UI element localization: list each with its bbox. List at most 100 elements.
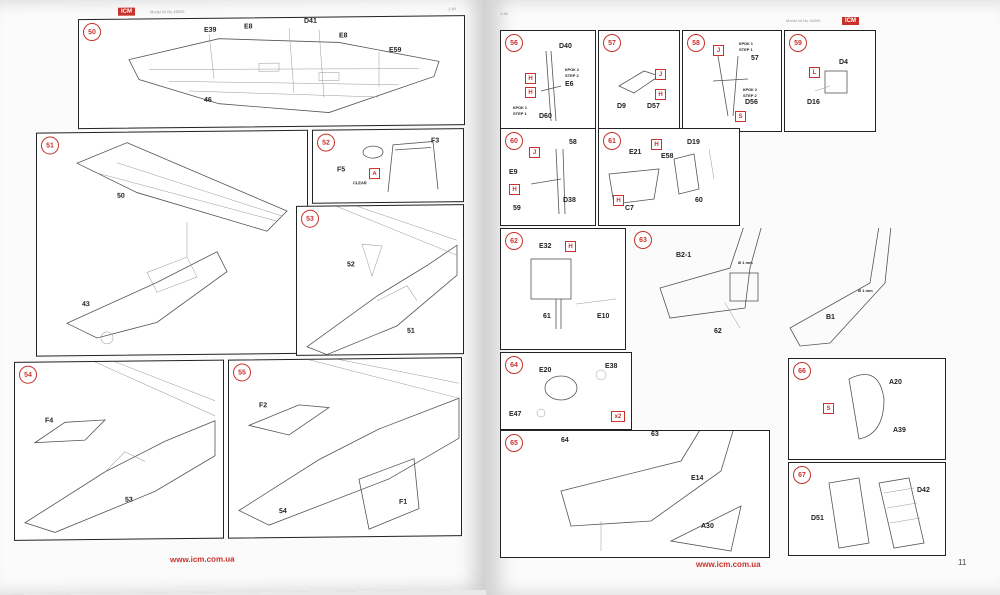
step-note: STEP 2 bbox=[743, 93, 757, 98]
part-label: B2-1 bbox=[676, 252, 692, 259]
step-63-panel: 63 B2-1 Ø 1 mm Ø 1 mm B1 62 bbox=[630, 228, 900, 348]
control-stick-drawing bbox=[540, 50, 562, 122]
step-number: 65 bbox=[505, 434, 523, 452]
step-number: 53 bbox=[301, 209, 319, 228]
part-label: D4 bbox=[839, 59, 848, 66]
paint-marker: S bbox=[735, 111, 746, 122]
fuselage-halves-drawing bbox=[659, 228, 892, 347]
paint-marker: H bbox=[565, 241, 576, 252]
part-label: C7 bbox=[625, 205, 634, 212]
step-number: 66 bbox=[793, 362, 811, 380]
step-61-panel: 61 H D19 E21 E58 H C7 60 bbox=[598, 128, 740, 226]
doors-drawing bbox=[238, 359, 460, 530]
step-60-panel: 60 J 58 E9 H D38 59 bbox=[500, 128, 596, 226]
step-number: 54 bbox=[19, 365, 37, 384]
ref-label: 61 bbox=[543, 313, 551, 320]
ref-label: 52 bbox=[347, 261, 355, 269]
part-label: E39 bbox=[204, 26, 217, 34]
part-label: F5 bbox=[337, 166, 346, 174]
part-label: E9 bbox=[509, 169, 518, 176]
part-label: F1 bbox=[399, 498, 408, 506]
step-note: КРОК 1 bbox=[739, 41, 753, 46]
quantity-marker: x2 bbox=[611, 411, 625, 422]
ref-label: 51 bbox=[407, 327, 415, 335]
canopy-drawing bbox=[362, 141, 439, 192]
step-number: 62 bbox=[505, 232, 523, 250]
ref-label: 62 bbox=[714, 328, 722, 335]
part-label: E59 bbox=[389, 46, 402, 54]
fuselage-assembly-drawing bbox=[560, 431, 742, 552]
part-label: D60 bbox=[539, 113, 552, 120]
step-number: 63 bbox=[634, 231, 652, 249]
paint-marker: A bbox=[369, 168, 380, 180]
part-label: D38 bbox=[563, 197, 576, 204]
step-59-panel: 59 D4 L D16 bbox=[784, 30, 876, 132]
step-number: 59 bbox=[789, 34, 807, 52]
paint-marker: H bbox=[525, 87, 536, 98]
left-page: ICM Model kit No 48306 1:48 50 E39 E8 D4… bbox=[0, 0, 488, 595]
ref-label: 53 bbox=[125, 496, 133, 504]
step-number: 51 bbox=[41, 136, 59, 155]
nose-cone-drawing bbox=[848, 374, 885, 440]
step-67-panel: 67 D42 D51 bbox=[788, 462, 946, 556]
ref-label: 57 bbox=[751, 55, 759, 62]
part-label: E38 bbox=[605, 363, 618, 370]
ref-label: 60 bbox=[695, 197, 703, 204]
part-label: E47 bbox=[509, 411, 522, 418]
step-number: 55 bbox=[233, 363, 251, 382]
gear-bay-drawing bbox=[530, 258, 617, 329]
part-label: E10 bbox=[597, 313, 610, 320]
part-label: D9 bbox=[617, 103, 626, 110]
ramp-drawing bbox=[828, 477, 925, 549]
step-number: 61 bbox=[603, 132, 621, 150]
footer-url[interactable]: www.icm.com.ua bbox=[170, 554, 235, 565]
step-number: 56 bbox=[505, 34, 523, 52]
part-label: E58 bbox=[661, 153, 674, 160]
engine-drawing bbox=[536, 369, 607, 418]
part-label: E6 bbox=[565, 81, 574, 88]
ref-label: 43 bbox=[82, 301, 90, 309]
part-label: E32 bbox=[539, 243, 552, 250]
step-64-panel: 64 E20 E38 E47 x2 bbox=[500, 352, 632, 430]
part-label: E14 bbox=[691, 475, 704, 482]
step-note: STEP 1 bbox=[739, 47, 753, 52]
step-note: STEP 2 bbox=[565, 73, 579, 78]
ref-label: 54 bbox=[279, 507, 287, 516]
seat-drawing bbox=[608, 148, 715, 205]
canopy-fit-drawing bbox=[24, 361, 216, 533]
step-66-panel: 66 A20 S A39 bbox=[788, 358, 946, 460]
part-label: F3 bbox=[431, 137, 440, 145]
hole-note: Ø 1 mm bbox=[738, 260, 753, 265]
step-62-panel: 62 E32 H E10 61 bbox=[500, 228, 626, 350]
paint-marker: H bbox=[525, 73, 536, 84]
right-page: 1:48 Model kit No 48306 ICM 56 D40 H КРО… bbox=[486, 0, 1000, 595]
wing-drawing bbox=[128, 27, 440, 113]
header-scale: 1:48 bbox=[448, 6, 456, 12]
step-55-panel: 55 F2 F1 54 bbox=[228, 357, 462, 539]
paint-marker: H bbox=[651, 139, 662, 150]
step-51-panel: 51 50 43 bbox=[36, 129, 308, 357]
part-label: E8 bbox=[339, 32, 348, 40]
step-50-panel: 50 E39 E8 D41 E8 E59 46 bbox=[78, 15, 465, 130]
step-number: 60 bbox=[505, 132, 523, 150]
step-number: 57 bbox=[603, 34, 621, 52]
paint-marker: J bbox=[529, 147, 540, 158]
paint-marker: H bbox=[655, 89, 666, 100]
paint-marker: J bbox=[655, 69, 666, 80]
part-label: D41 bbox=[304, 17, 317, 25]
footer-url[interactable]: www.icm.com.ua bbox=[696, 560, 761, 569]
part-label: E20 bbox=[539, 367, 552, 374]
paint-marker: J bbox=[713, 45, 724, 56]
part-label: D57 bbox=[647, 103, 660, 110]
part-label: D42 bbox=[917, 487, 930, 494]
step-65-panel: 65 64 63 E14 A30 bbox=[500, 430, 770, 558]
step-note: КРОК 1 bbox=[513, 105, 527, 110]
step-note: КРОК 2 bbox=[743, 87, 757, 92]
page-number: 11 bbox=[958, 558, 967, 567]
paint-marker: L bbox=[809, 67, 820, 78]
step-57-panel: 57 J H D9 D57 bbox=[598, 30, 680, 132]
step-note: КРОК 2 bbox=[565, 67, 579, 72]
brand-logo: ICM bbox=[842, 17, 859, 25]
step-number: 52 bbox=[317, 133, 335, 152]
ref-label: 63 bbox=[651, 431, 659, 438]
